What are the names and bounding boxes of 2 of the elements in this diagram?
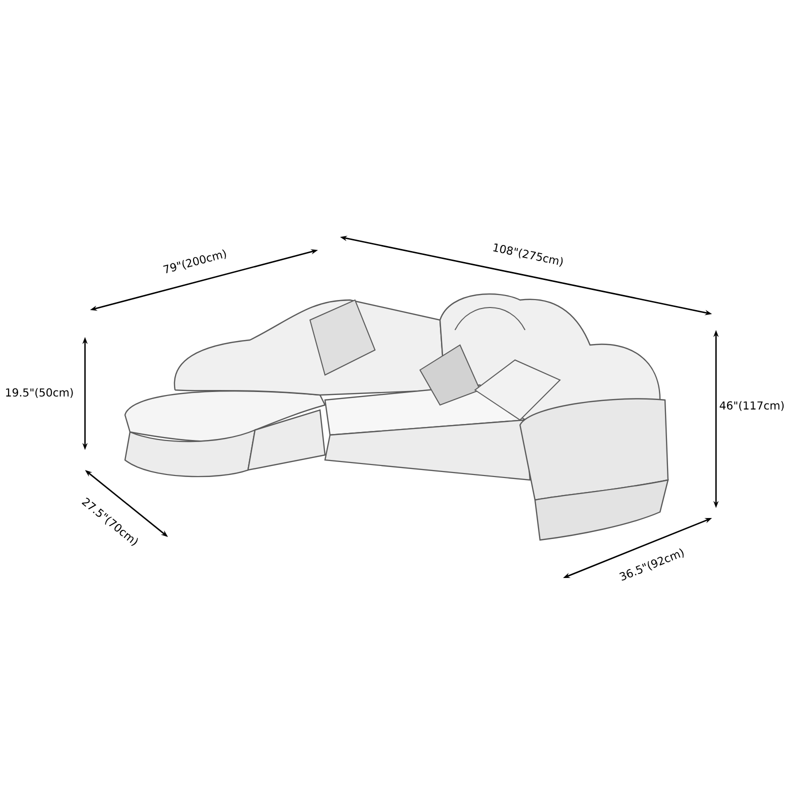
- dimension-label: 46"(117cm): [720, 401, 784, 411]
- dimension-label: 19.5"(50cm): [6, 388, 73, 398]
